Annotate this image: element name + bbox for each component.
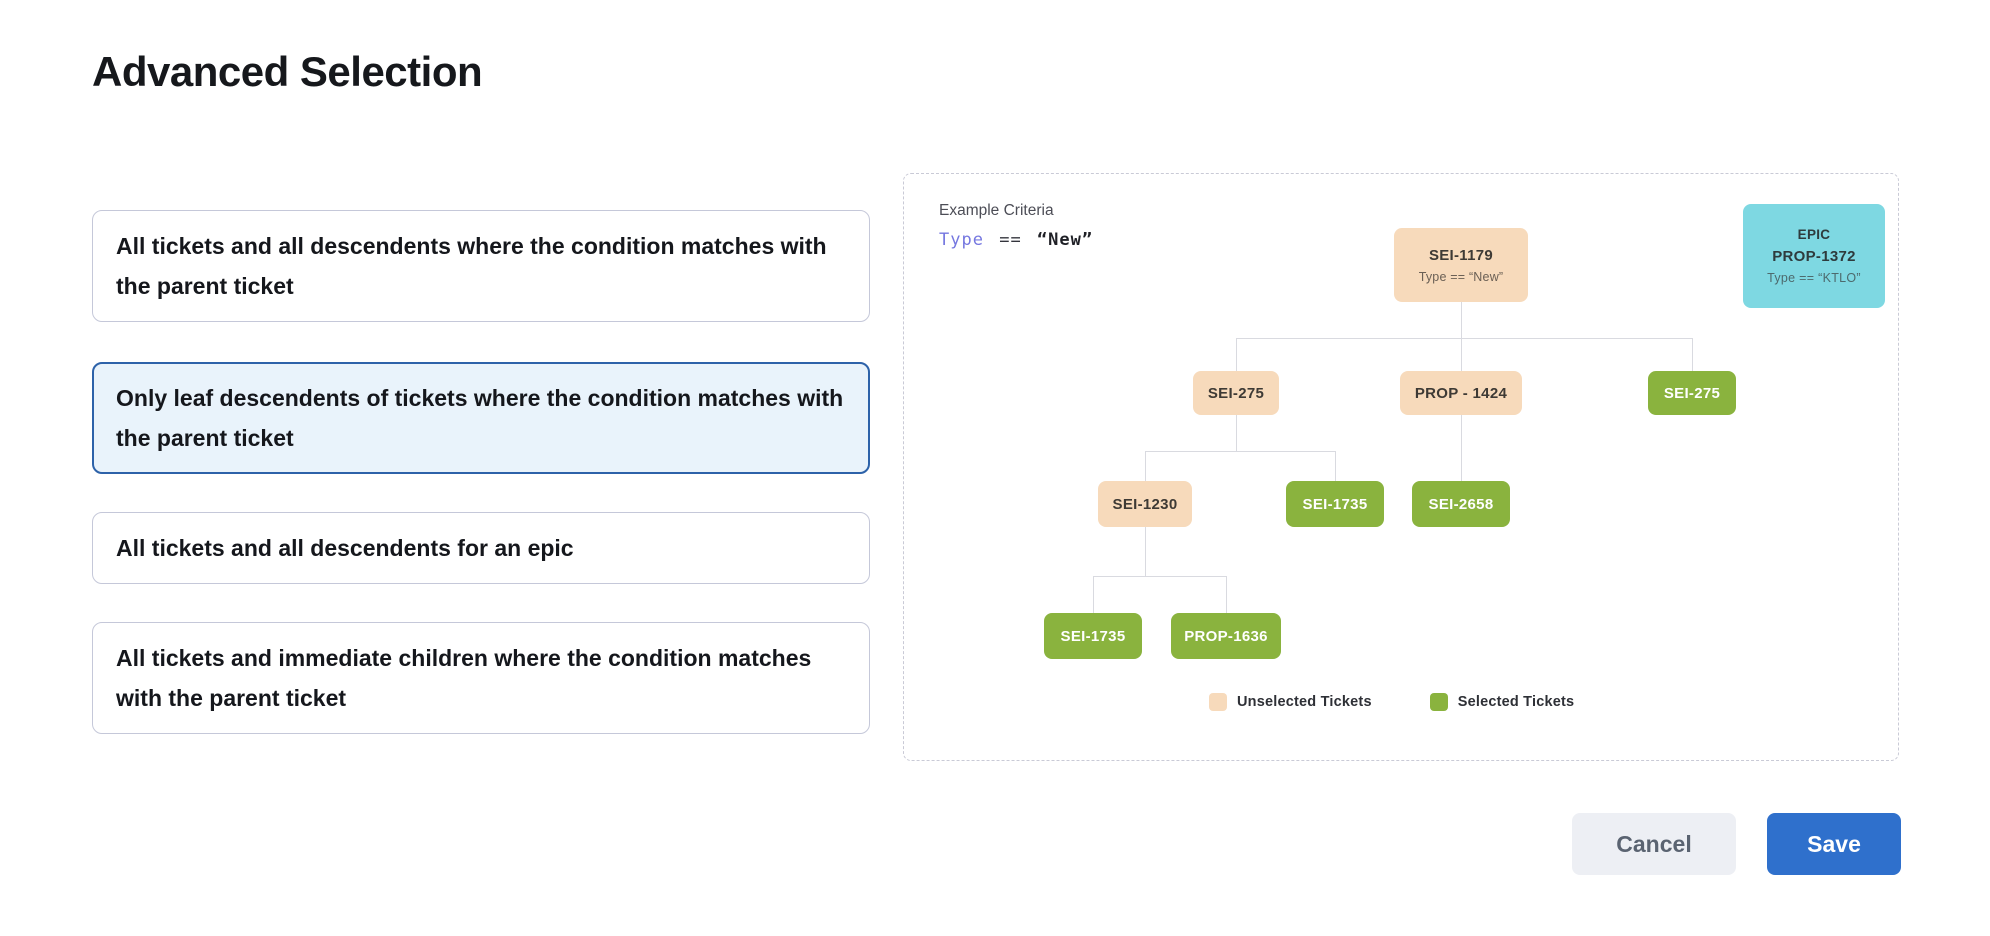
selected-swatch-icon (1429, 693, 1448, 711)
ticket-node: SEI-275 (1193, 371, 1279, 415)
unselected-swatch-icon (1209, 693, 1227, 711)
tree-connector (1236, 338, 1692, 339)
epic-ticket-card: EPIC PROP-1372 Type == “KTLO” (1743, 204, 1885, 308)
example-criteria-expression: Type == “New” (939, 230, 1093, 250)
ticket-id: SEI-1735 (1060, 627, 1126, 645)
option-label: All tickets and all descendents where th… (116, 233, 827, 299)
ticket-id: SEI-1735 (1302, 495, 1368, 513)
epic-label: EPIC (1797, 227, 1831, 242)
criteria-operator: == (999, 230, 1022, 250)
ticket-id: PROP-1636 (1184, 627, 1268, 645)
criteria-field: Type (939, 230, 984, 250)
legend-label: Unselected Tickets (1237, 694, 1372, 710)
ticket-node: PROP-1636 (1171, 613, 1281, 659)
tree-connector (1461, 302, 1462, 338)
criteria-value: “New” (1036, 230, 1094, 250)
ticket-node-root: SEI-1179 Type == “New” (1394, 228, 1528, 302)
option-leaf-descendents-condition[interactable]: Only leaf descendents of tickets where t… (92, 362, 870, 474)
option-immediate-children-condition[interactable]: All tickets and immediate children where… (92, 622, 870, 734)
ticket-node: SEI-1735 (1044, 613, 1142, 659)
epic-ticket-id: PROP-1372 (1772, 248, 1856, 265)
tree-connector (1461, 415, 1462, 481)
ticket-id: SEI-2658 (1428, 495, 1494, 513)
example-criteria-panel: Example Criteria Type == “New” SEI-1179 … (903, 173, 1899, 761)
legend-item-selected: Selected Tickets (1429, 693, 1575, 711)
ticket-node: SEI-1735 (1286, 481, 1384, 527)
ticket-condition: Type == “New” (1418, 269, 1504, 284)
save-button[interactable]: Save (1767, 813, 1901, 875)
tree-connector (1145, 451, 1335, 452)
ticket-id: SEI-1230 (1112, 495, 1178, 513)
ticket-id: SEI-1179 (1428, 246, 1494, 264)
legend-label: Selected Tickets (1457, 694, 1575, 710)
option-label: Only leaf descendents of tickets where t… (116, 385, 844, 451)
legend-item-unselected: Unselected Tickets (1209, 693, 1372, 711)
ticket-node: SEI-2658 (1412, 481, 1510, 527)
option-label: All tickets and all descendents for an e… (116, 535, 574, 561)
tree-connector (1236, 415, 1237, 451)
option-all-descendents-condition[interactable]: All tickets and all descendents where th… (92, 210, 870, 322)
tree-connector (1236, 338, 1237, 371)
page-title: Advanced Selection (92, 48, 483, 95)
ticket-id: PROP - 1424 (1414, 384, 1508, 402)
tree-connector (1145, 451, 1146, 481)
tree-connector (1692, 338, 1693, 371)
ticket-node: SEI-1230 (1098, 481, 1192, 527)
ticket-id: SEI-275 (1663, 384, 1721, 402)
tree-connector (1093, 576, 1226, 577)
ticket-node: PROP - 1424 (1400, 371, 1522, 415)
option-label: All tickets and immediate children where… (116, 645, 812, 711)
epic-ticket-condition: Type == “KTLO” (1767, 271, 1861, 285)
tree-connector (1093, 576, 1094, 613)
ticket-node: SEI-275 (1648, 371, 1736, 415)
legend: Unselected Tickets Selected Tickets (1209, 693, 1574, 711)
example-criteria-heading: Example Criteria (939, 202, 1054, 219)
tree-connector (1461, 338, 1462, 371)
tree-connector (1145, 527, 1146, 576)
tree-connector (1226, 576, 1227, 613)
cancel-button[interactable]: Cancel (1572, 813, 1736, 875)
ticket-id: SEI-275 (1207, 384, 1265, 402)
option-all-descendents-epic[interactable]: All tickets and all descendents for an e… (92, 512, 870, 584)
tree-connector (1335, 451, 1336, 481)
